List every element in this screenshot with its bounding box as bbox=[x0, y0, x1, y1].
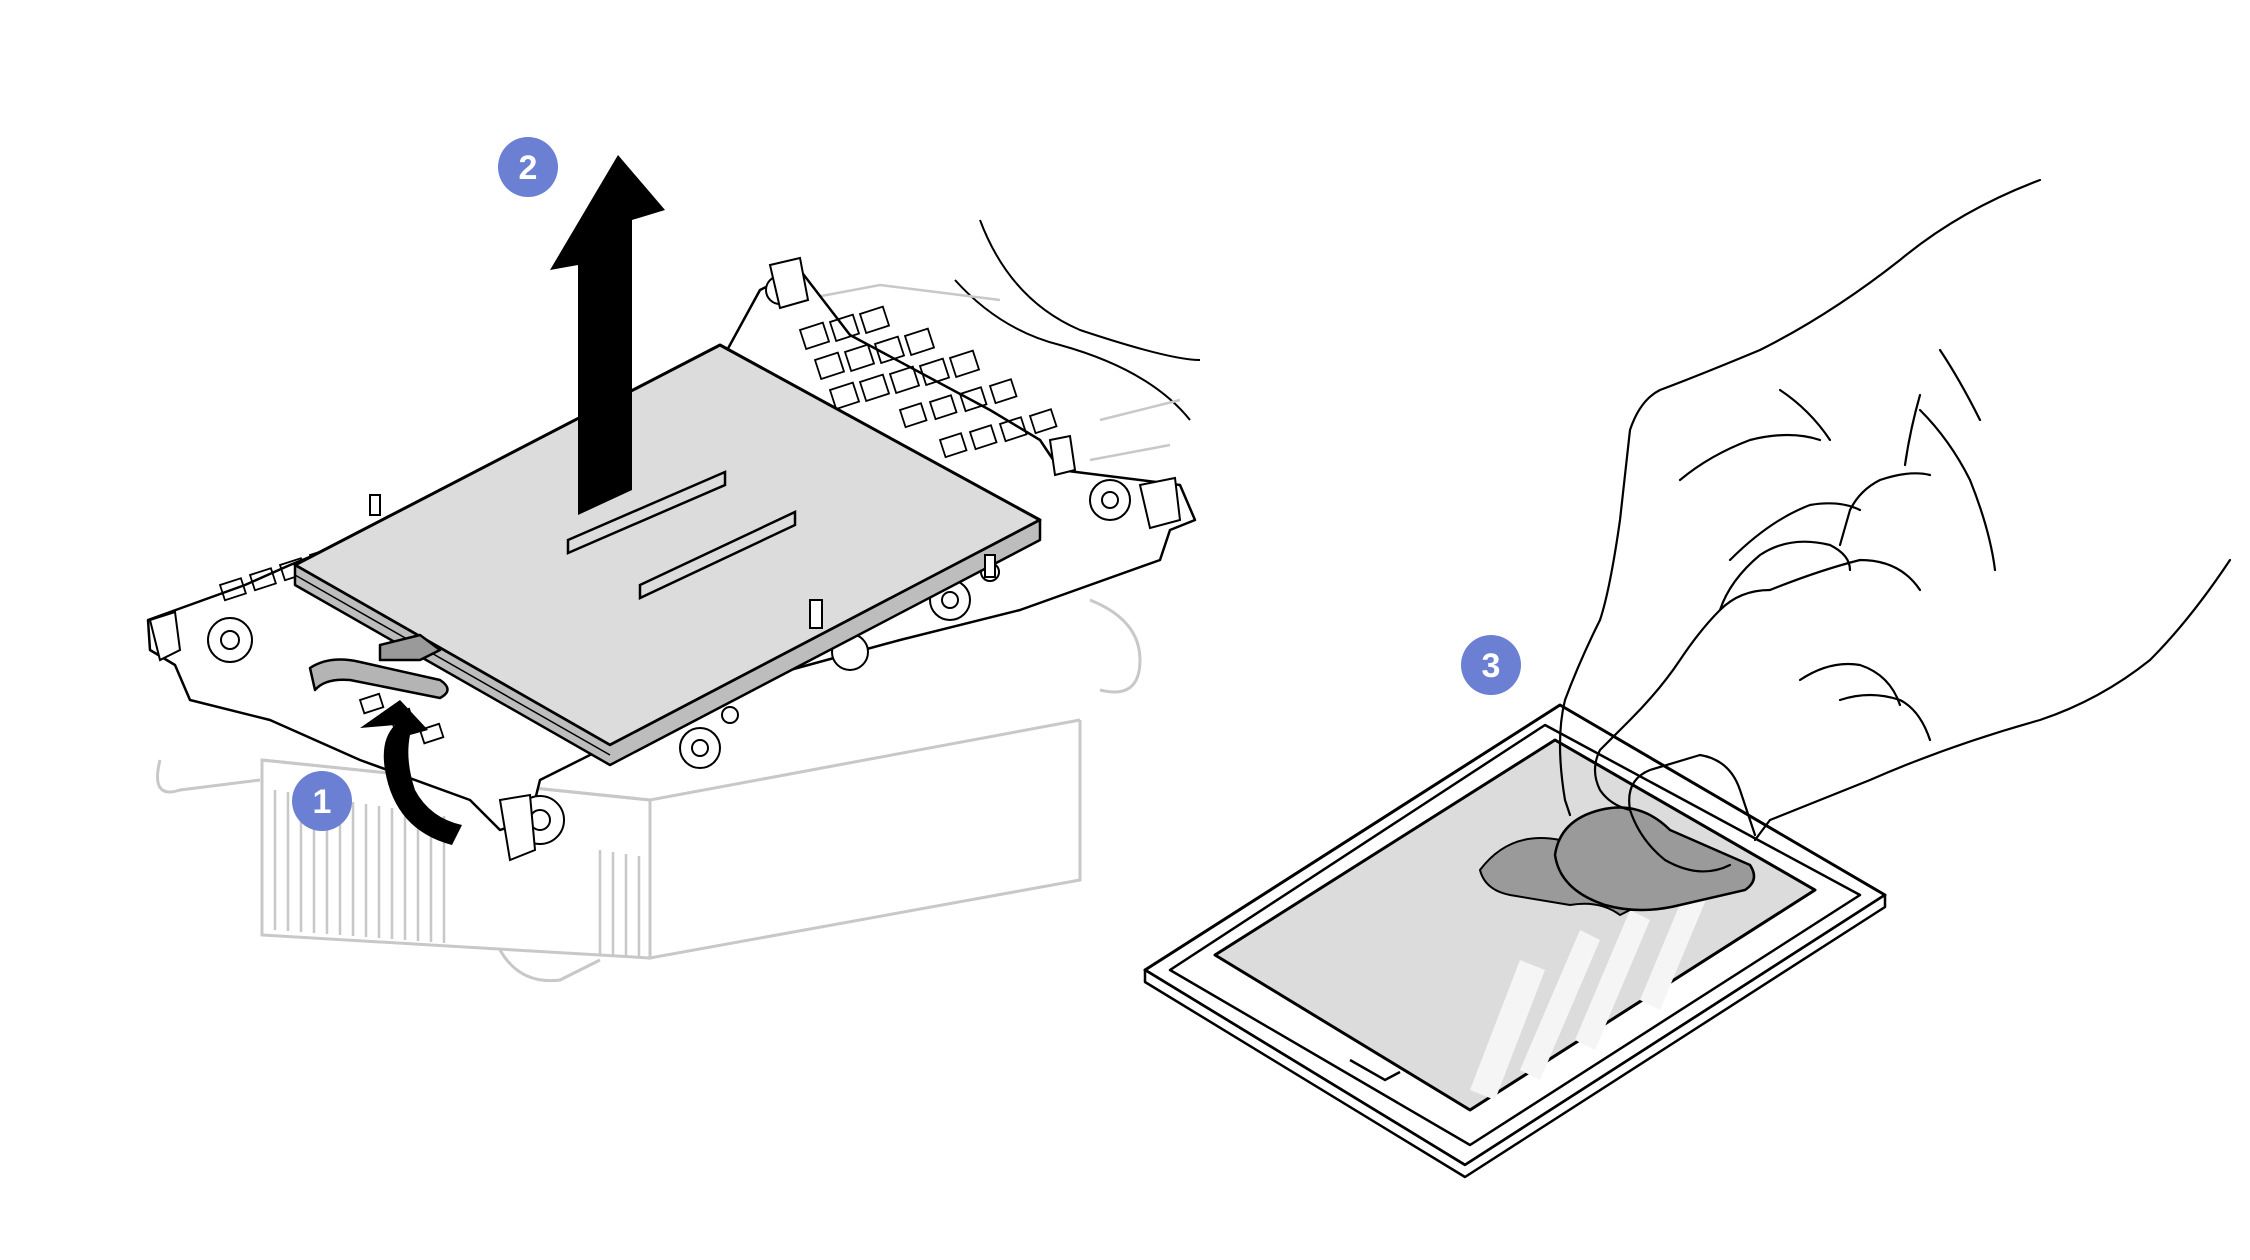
step-callout-icon bbox=[1461, 635, 1521, 695]
background-cable bbox=[954, 219, 1201, 421]
step-callout-3: 3 bbox=[1461, 635, 1521, 695]
processor-chip bbox=[1143, 703, 1887, 1179]
step-callout-icon bbox=[498, 137, 558, 197]
step-number-1: 1 bbox=[313, 783, 332, 821]
alcohol-wipe-cloth bbox=[1553, 806, 1756, 912]
processor-lid bbox=[293, 343, 1042, 767]
step-callout-icon bbox=[292, 771, 352, 831]
hand-outline bbox=[1558, 178, 2232, 873]
step-number-2: 2 bbox=[519, 149, 538, 187]
step-number-3: 3 bbox=[1482, 647, 1501, 685]
step-callout-1: 1 bbox=[292, 771, 352, 831]
lift-arrow-icon bbox=[550, 155, 665, 515]
background-tube bbox=[799, 283, 1181, 462]
heatsink-assembly bbox=[146, 219, 1201, 983]
release-handle bbox=[308, 633, 449, 700]
carrier-clips bbox=[148, 256, 1182, 862]
rotate-arrow-icon bbox=[360, 700, 462, 845]
step-callout-2: 2 bbox=[498, 137, 558, 197]
